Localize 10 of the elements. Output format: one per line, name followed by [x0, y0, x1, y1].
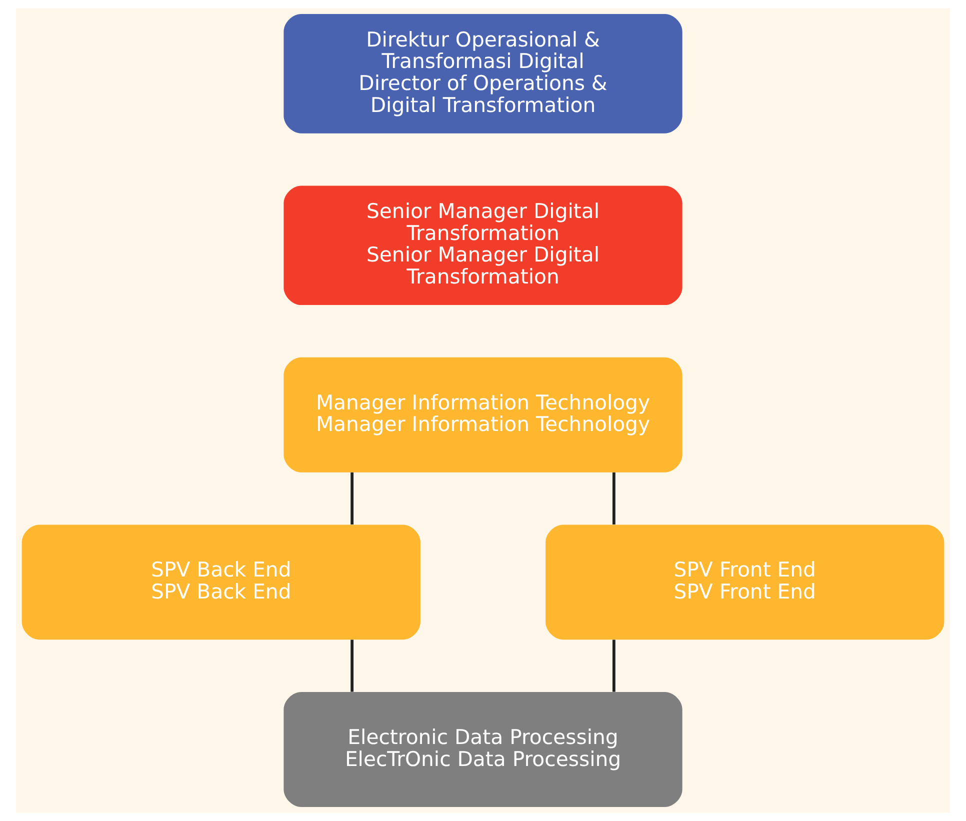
connector: [612, 640, 616, 692]
node-box: Electronic Data Processing ElecTrOnic Data Processing: [284, 692, 682, 807]
node-box: SPV Back End SPV Back End: [22, 524, 420, 640]
connector: [612, 472, 616, 524]
connector: [350, 640, 354, 692]
connector: [350, 472, 354, 524]
node-box: Manager Information Technology Manager Information Technology: [284, 357, 682, 472]
node-box: Senior Manager Digital Transformation Senior Manager Digital Transformation: [284, 186, 682, 306]
node-box: Direktur Operasional & Transformasi Digital Director of Operations & Digital Transformation: [284, 14, 682, 134]
node-box: SPV Front End SPV Front End: [546, 524, 944, 640]
